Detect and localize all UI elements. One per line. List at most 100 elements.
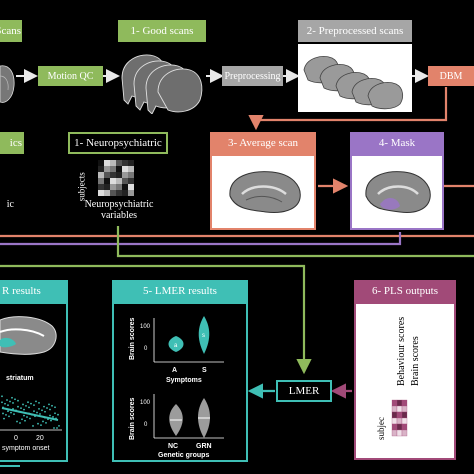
masked-brain-icon bbox=[365, 171, 431, 213]
scatter-point bbox=[35, 400, 37, 403]
scatter-point bbox=[11, 396, 13, 399]
pls-matrix-cell bbox=[391, 411, 398, 419]
scatter-point bbox=[43, 405, 45, 408]
scatter-point bbox=[38, 401, 40, 404]
matrix-cell bbox=[128, 184, 134, 190]
average-scan-image bbox=[210, 154, 316, 230]
scatter-point bbox=[9, 400, 11, 403]
scatter-point bbox=[5, 414, 7, 416]
plot1-ytick-0: 0 bbox=[144, 346, 148, 352]
matrix-cell bbox=[116, 184, 122, 190]
average-scan-header: 3- Average scan bbox=[210, 132, 316, 154]
pls-matrix-cell bbox=[401, 423, 408, 431]
scatter-point bbox=[54, 406, 56, 409]
arrow-dbm-to-average bbox=[248, 87, 448, 131]
matrix-cell bbox=[122, 184, 128, 190]
mask-header: 4- Mask bbox=[350, 132, 444, 154]
scatter-point bbox=[8, 415, 10, 418]
violin-a bbox=[168, 336, 184, 352]
matrix-cell bbox=[110, 166, 116, 172]
scatter-point bbox=[24, 419, 26, 422]
scatter-point bbox=[44, 410, 46, 413]
scatter-point bbox=[49, 408, 51, 411]
pls-header: 6- PLS outputs bbox=[354, 280, 456, 302]
preprocessed-brain-stack-icon bbox=[303, 56, 404, 110]
matrix-cell bbox=[110, 190, 116, 196]
matrix-cell bbox=[98, 178, 104, 184]
matrix-cell bbox=[116, 160, 122, 166]
scatter-point bbox=[14, 398, 16, 401]
pls-matrix-cell bbox=[401, 411, 408, 419]
scatter-point bbox=[48, 403, 50, 406]
plot2-xlabel: Genetic groups bbox=[158, 452, 209, 459]
dbm-step: DBM bbox=[428, 66, 474, 86]
scatter-point bbox=[23, 408, 25, 411]
neuropsych-header: 1- Neuropsychiatric bbox=[68, 132, 168, 154]
average-brain-icon bbox=[229, 171, 301, 213]
plot2-ylabel: Brain scores bbox=[129, 397, 136, 440]
scatter-point bbox=[56, 427, 58, 429]
scatter-point bbox=[7, 404, 9, 407]
matrix-cell bbox=[98, 166, 104, 172]
pls-matrix-cell bbox=[396, 405, 403, 413]
scatter-point bbox=[2, 412, 4, 415]
scatter-point bbox=[17, 405, 19, 408]
matrix-cell bbox=[98, 160, 104, 166]
pls-matrix-cell bbox=[396, 399, 403, 407]
scatter-point bbox=[26, 416, 28, 418]
lmer-step: LMER bbox=[276, 380, 332, 402]
pls-matrix-cell bbox=[391, 423, 398, 431]
striatum-brain-icon bbox=[0, 316, 57, 355]
scatter-point bbox=[45, 422, 47, 424]
scatter-point bbox=[25, 405, 27, 407]
scatter-point bbox=[41, 409, 43, 412]
scatter-point bbox=[10, 411, 12, 414]
scatter-point bbox=[39, 413, 41, 415]
matrix-cell bbox=[128, 172, 134, 178]
scatter-point bbox=[13, 413, 15, 415]
motion-qc-step: Motion QC bbox=[38, 66, 103, 86]
plot1-cat-a: A bbox=[172, 367, 177, 374]
scatter-point bbox=[30, 402, 32, 405]
scatter-point bbox=[33, 404, 35, 406]
pls-matrix-cell bbox=[396, 429, 403, 437]
lmer-results-header: 5- LMER results bbox=[112, 280, 248, 302]
matrix-cell bbox=[122, 172, 128, 178]
matrix-cell bbox=[98, 172, 104, 178]
raw-scans-header: Scans bbox=[0, 20, 22, 42]
scatter-point bbox=[42, 420, 44, 423]
matrix-cell bbox=[104, 172, 110, 178]
line-neuropsych-to-pls bbox=[116, 226, 474, 258]
good-scans-image bbox=[118, 44, 206, 115]
clinical-body-text: ic bbox=[6, 199, 14, 210]
scatter-point bbox=[40, 424, 42, 427]
matrix-cell bbox=[110, 178, 116, 184]
scatter-point bbox=[36, 411, 38, 414]
scatter-point bbox=[51, 404, 53, 407]
preprocessed-image bbox=[298, 44, 412, 112]
arrow-green-to-lmer bbox=[0, 264, 312, 375]
matrix-cell bbox=[128, 190, 134, 196]
good-scans-header: 1- Good scans bbox=[118, 20, 206, 42]
matrix-cell bbox=[122, 178, 128, 184]
clinical-header: ics bbox=[0, 132, 24, 154]
plot2-cat-nc: NC bbox=[168, 443, 178, 450]
scatter-point bbox=[1, 401, 3, 404]
scatter-point bbox=[22, 403, 24, 406]
plot2-ytick-100: 100 bbox=[140, 400, 151, 406]
violin-s bbox=[198, 316, 210, 354]
scatter-point bbox=[33, 410, 35, 412]
scatter-point bbox=[1, 395, 3, 398]
matrix-cell bbox=[98, 190, 104, 196]
scatter-point bbox=[21, 418, 23, 421]
scatter-point bbox=[53, 427, 55, 429]
pls-matrix-cell bbox=[396, 411, 403, 419]
scatter-point bbox=[4, 402, 6, 405]
pls-matrix-cell bbox=[396, 423, 403, 431]
scatter-point bbox=[7, 410, 9, 413]
scatter-point bbox=[57, 413, 59, 416]
matrix-cell bbox=[104, 190, 110, 196]
scatter-point bbox=[28, 406, 30, 409]
matrix-cell bbox=[116, 178, 122, 184]
matrix-cell bbox=[104, 160, 110, 166]
